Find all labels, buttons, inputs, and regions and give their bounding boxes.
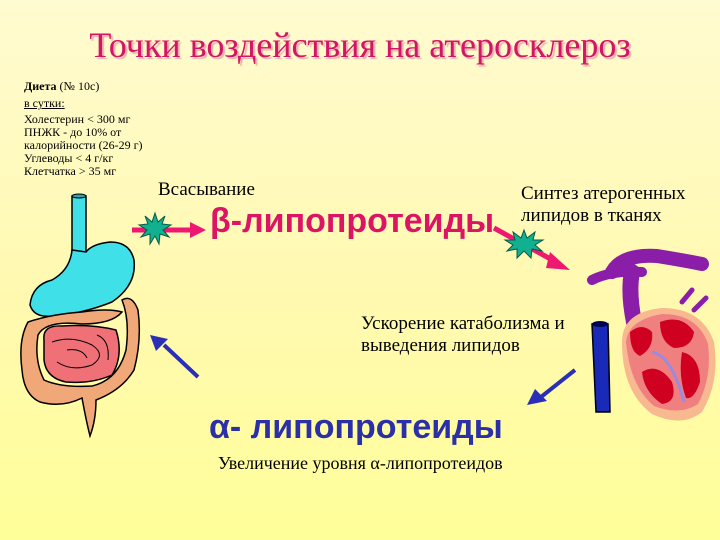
alpha-increase-label: Увеличение уровня α-липопротеидов (218, 453, 503, 473)
diet-item: ПНЖК - до 10% от (24, 125, 122, 139)
synthesis-label: Синтез атерогенных липидов в тканях (521, 183, 686, 226)
blocker-star-icon (503, 228, 545, 260)
digestive-tract-icon (20, 193, 141, 439)
diet-item: Холестерин < 300 мг (24, 112, 131, 126)
heart-icon (587, 248, 716, 421)
beta-lipoproteins-label: β-липопротеиды (210, 202, 495, 240)
absorption-label: Всасывание (158, 179, 255, 200)
arrow-catabolism-icon (527, 368, 577, 405)
diet-item: Углеводы < 4 г/кг (24, 151, 114, 165)
diet-per-day: в сутки: (24, 96, 65, 110)
diet-heading: Диета (№ 10с) (24, 79, 100, 93)
blocker-star-icon (137, 211, 173, 246)
diet-item: калорийности (26-29 г) (24, 138, 143, 152)
alpha-lipoproteins-label: α- липопротеиды (209, 408, 503, 446)
diet-panel: Диета (№ 10с) в сутки: Холестерин < 300 … (24, 80, 143, 178)
diet-item: Клетчатка > 35 мг (24, 164, 117, 178)
arrow-alpha-icon (150, 335, 200, 379)
catabolism-label: Ускорение катаболизма и выведения липидо… (361, 313, 565, 356)
page-title: Точки воздействия на атеросклероз (89, 25, 631, 65)
